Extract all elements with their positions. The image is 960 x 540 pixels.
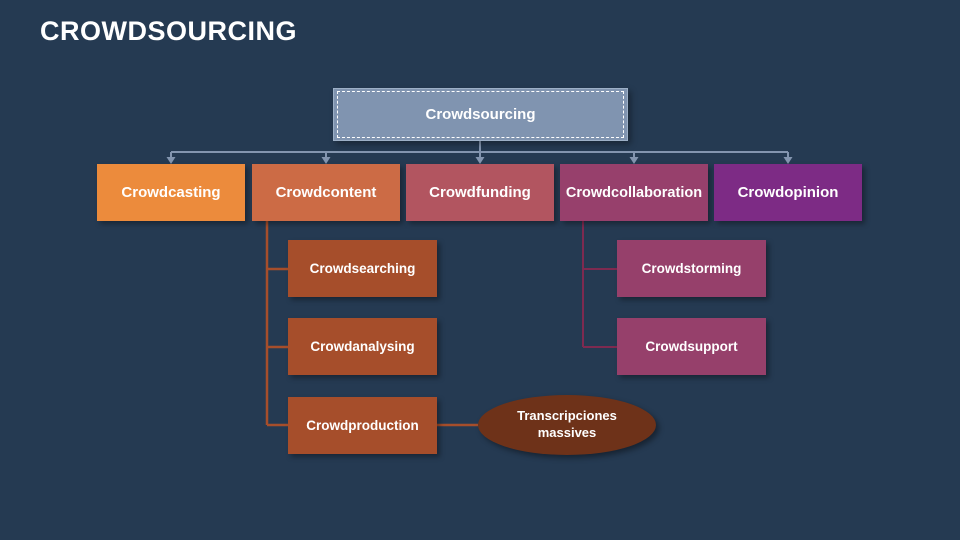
node-crowdsupport: Crowdsupport [617, 318, 766, 375]
root-tree-connector [170, 141, 789, 159]
node-crowdcasting: Crowdcasting [97, 164, 245, 221]
node-crowdproduction: Crowdproduction [288, 397, 437, 454]
page-title: CROWDSOURCING [40, 16, 297, 46]
node-crowdsearching: Crowdsearching [288, 240, 437, 297]
node-crowdanalysing: Crowdanalysing [288, 318, 437, 375]
node-crowdopinion: Crowdopinion [714, 164, 862, 221]
node-crowdcollaboration: Crowdcollaboration [560, 164, 708, 221]
collaboration-tree-connector [582, 221, 617, 348]
node-crowdfunding: Crowdfunding [406, 164, 554, 221]
node-transcripciones-massives: Transcripciones massives [478, 395, 656, 455]
node-crowdstorming: Crowdstorming [617, 240, 766, 297]
arrowhead-icon [166, 157, 793, 164]
node-crowdcontent: Crowdcontent [252, 164, 400, 221]
node-crowdsourcing-label: Crowdsourcing [337, 91, 624, 138]
node-crowdsourcing: Crowdsourcing [333, 88, 628, 141]
